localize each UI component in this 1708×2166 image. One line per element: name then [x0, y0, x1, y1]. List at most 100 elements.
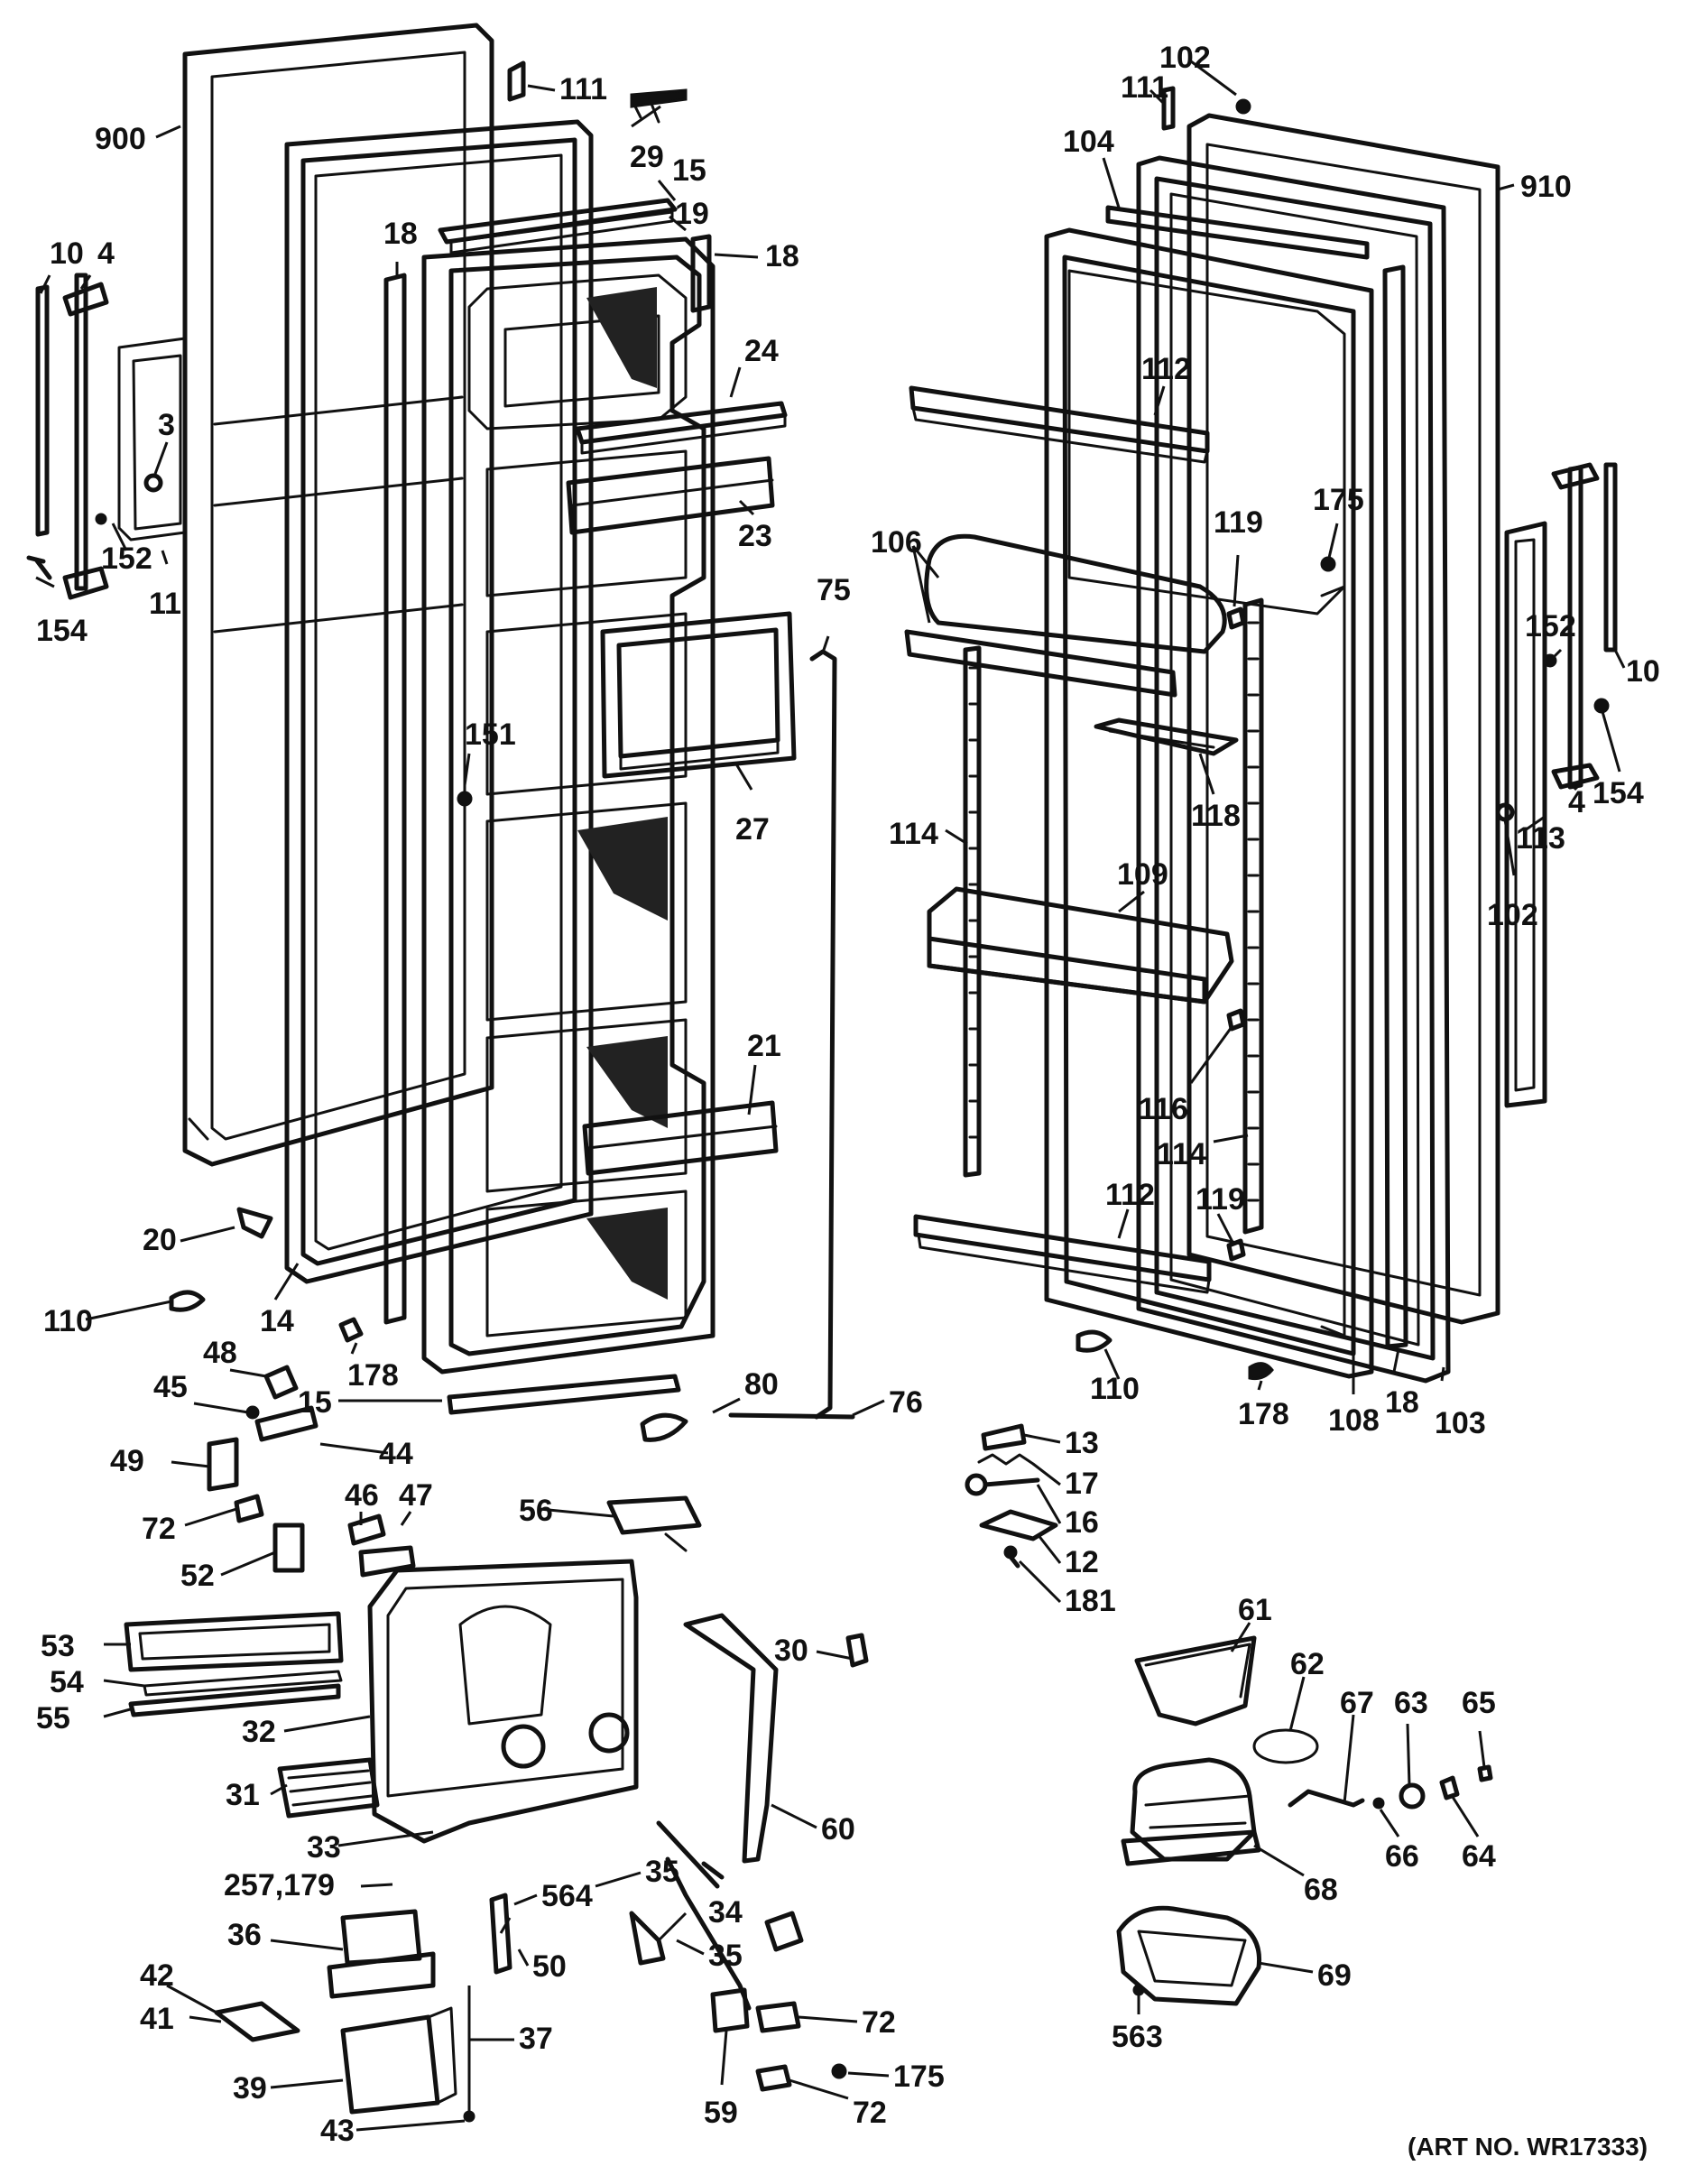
label-49: 49 [110, 1444, 144, 1478]
label-33: 33 [307, 1830, 341, 1865]
label-18-mid: 18 [383, 217, 418, 251]
label-20: 20 [143, 1223, 177, 1257]
label-30: 30 [774, 1634, 808, 1668]
label-45: 45 [153, 1370, 188, 1404]
label-72-b: 72 [862, 2005, 896, 2040]
label-46: 46 [345, 1478, 379, 1513]
fresh-food-top-trim-104 [1105, 205, 1370, 260]
freezer-door-outer-panel-900 [182, 23, 494, 1167]
label-64: 64 [1462, 1839, 1496, 1874]
label-21: 21 [747, 1029, 781, 1063]
fresh-food-bin-106 [904, 533, 1227, 698]
label-119-bot: 119 [1196, 1182, 1245, 1217]
label-36: 36 [227, 1918, 262, 1952]
label-41: 41 [140, 2002, 174, 2036]
label-34: 34 [708, 1895, 743, 1930]
label-55: 55 [36, 1701, 70, 1736]
label-109: 109 [1117, 857, 1168, 892]
callout-labels: 900 111 29 15 19 18 18 10 4 3 152 154 11… [36, 41, 1660, 2148]
label-563: 563 [1112, 2020, 1163, 2054]
label-61: 61 [1238, 1593, 1272, 1627]
fresh-food-bin-118 [1094, 717, 1239, 756]
label-4-l: 4 [97, 236, 115, 271]
freezer-shelf-24 [575, 401, 788, 455]
fresh-food-door-outer-panel-910 [1186, 113, 1500, 1325]
label-60: 60 [821, 1812, 855, 1847]
label-154-l: 154 [36, 614, 88, 648]
label-152-r: 152 [1525, 609, 1576, 643]
label-178-r: 178 [1238, 1397, 1289, 1431]
freezer-shelf-15-top [438, 198, 678, 255]
label-66: 66 [1385, 1839, 1419, 1874]
label-59: 59 [704, 2096, 738, 2130]
label-18-top: 18 [765, 239, 799, 273]
label-24: 24 [744, 334, 779, 368]
label-181: 181 [1065, 1584, 1116, 1618]
freezer-door-gasket-14 [284, 119, 594, 1284]
label-112-bot: 112 [1105, 1178, 1155, 1212]
label-42: 42 [140, 1958, 174, 1993]
label-68: 68 [1304, 1873, 1338, 1907]
label-54: 54 [50, 1665, 84, 1699]
label-32: 32 [242, 1715, 276, 1749]
label-152-l: 152 [101, 542, 152, 576]
label-10-r: 10 [1626, 654, 1660, 689]
label-11: 11 [149, 587, 181, 621]
label-53: 53 [41, 1629, 75, 1663]
label-27: 27 [735, 812, 770, 847]
label-43: 43 [320, 2114, 355, 2148]
freezer-handle-parts [26, 273, 187, 600]
label-39: 39 [233, 2071, 267, 2106]
label-175-b: 175 [893, 2060, 945, 2094]
label-113: 113 [1516, 821, 1565, 856]
fresh-food-handle-parts [1495, 462, 1618, 1108]
label-76: 76 [889, 1385, 923, 1420]
label-900-l: 900 [95, 122, 146, 156]
label-119-top: 119 [1214, 505, 1263, 540]
label-4-r: 4 [1568, 785, 1585, 819]
label-111-r: 111 [1121, 70, 1168, 105]
label-106: 106 [871, 525, 922, 560]
label-35-b: 35 [708, 1939, 743, 1973]
freezer-shelf-23 [566, 456, 775, 535]
label-3: 3 [158, 408, 175, 442]
label-29: 29 [630, 140, 664, 174]
label-62: 62 [1290, 1647, 1325, 1681]
label-80: 80 [744, 1367, 779, 1402]
ice-bucket-auger-assembly [1116, 1635, 1493, 2006]
label-154-r: 154 [1593, 776, 1644, 810]
label-110-l: 110 [43, 1304, 93, 1338]
art-number-caption: (ART NO. WR17333) [1408, 2133, 1648, 2161]
label-10-l: 10 [50, 236, 84, 271]
freezer-door-liner [421, 236, 716, 1375]
label-18-r: 18 [1385, 1385, 1419, 1420]
fresh-food-breaker-strip-18 [1382, 264, 1408, 1349]
label-31: 31 [226, 1778, 260, 1812]
label-257179: 257,179 [224, 1868, 335, 1902]
fresh-food-small-parts [965, 86, 1336, 1569]
label-118: 118 [1191, 799, 1241, 833]
label-178-l: 178 [347, 1358, 399, 1393]
label-17: 17 [1065, 1467, 1099, 1501]
label-104: 104 [1063, 125, 1114, 159]
label-72-a: 72 [142, 1512, 176, 1546]
label-111-l: 111 [559, 72, 607, 106]
fresh-food-shelf-112-top [909, 385, 1210, 464]
label-114-r: 114 [1157, 1137, 1206, 1171]
label-116: 116 [1139, 1092, 1188, 1126]
fresh-food-bin-109 [927, 886, 1234, 1004]
label-23: 23 [738, 519, 772, 553]
label-19: 19 [675, 197, 709, 231]
label-910: 910 [1520, 170, 1572, 204]
label-175-r: 175 [1313, 483, 1364, 517]
label-151: 151 [465, 717, 516, 752]
label-564: 564 [541, 1879, 593, 1913]
label-13: 13 [1065, 1426, 1099, 1460]
freezer-bottom-rail-15 [447, 1374, 681, 1415]
label-102-r: 102 [1487, 898, 1538, 932]
label-65: 65 [1462, 1686, 1496, 1720]
label-103: 103 [1435, 1406, 1486, 1440]
label-16: 16 [1065, 1505, 1099, 1540]
label-48: 48 [203, 1336, 237, 1370]
